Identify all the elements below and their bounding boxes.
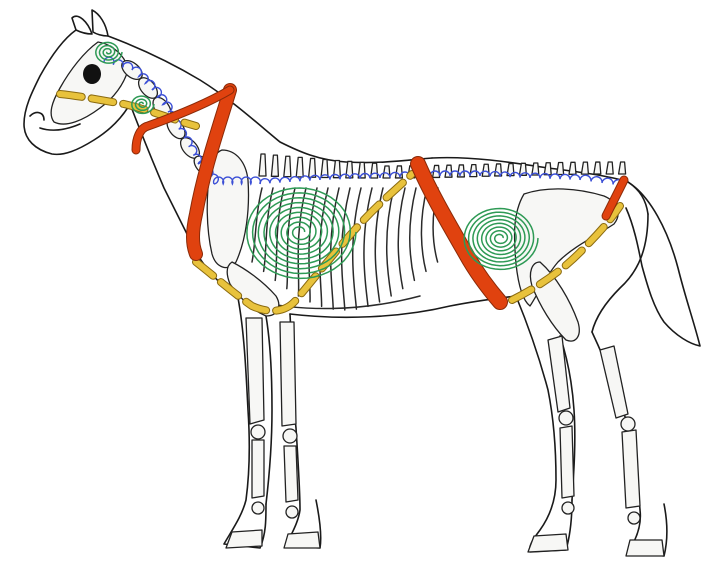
rib xyxy=(387,188,394,296)
cannon-back xyxy=(284,446,298,502)
eye-icon xyxy=(83,64,101,84)
spinous-process xyxy=(606,162,613,174)
foreleg-inner xyxy=(266,316,272,504)
nostril xyxy=(30,113,44,120)
spinous-process xyxy=(581,162,588,174)
skeleton xyxy=(51,42,664,556)
cannon-hind-back xyxy=(622,430,640,508)
mouth-line xyxy=(40,124,80,130)
horse-outline xyxy=(24,10,700,556)
joint-circles xyxy=(251,411,640,524)
green-spiral-icon xyxy=(247,188,356,278)
rib xyxy=(353,188,361,309)
spinous-process xyxy=(259,154,266,176)
spinous-process xyxy=(296,157,303,177)
spinous-process xyxy=(619,162,626,174)
rib xyxy=(364,188,372,306)
cannon-hind-front xyxy=(560,426,574,498)
rib xyxy=(421,188,427,271)
green-spiral-icon xyxy=(132,96,154,113)
tibia-back xyxy=(600,346,628,418)
radius-back xyxy=(280,322,296,426)
hooves xyxy=(226,530,664,556)
ear-right xyxy=(92,10,108,36)
rib xyxy=(398,188,405,289)
rib xyxy=(298,188,306,296)
spinous-process xyxy=(594,162,601,174)
rib xyxy=(410,188,416,280)
spinous-process xyxy=(309,158,316,177)
spinous-process xyxy=(482,164,489,176)
spinous-process xyxy=(569,162,576,174)
spinous-process xyxy=(383,166,390,178)
cannon-front xyxy=(252,440,264,498)
spinous-process xyxy=(557,162,564,174)
green-spirals xyxy=(96,42,538,278)
spinous-process xyxy=(371,163,378,178)
spinous-process xyxy=(271,155,278,176)
tibia-front xyxy=(548,336,570,412)
belly-outline xyxy=(290,296,516,317)
spinous-process xyxy=(284,156,291,176)
